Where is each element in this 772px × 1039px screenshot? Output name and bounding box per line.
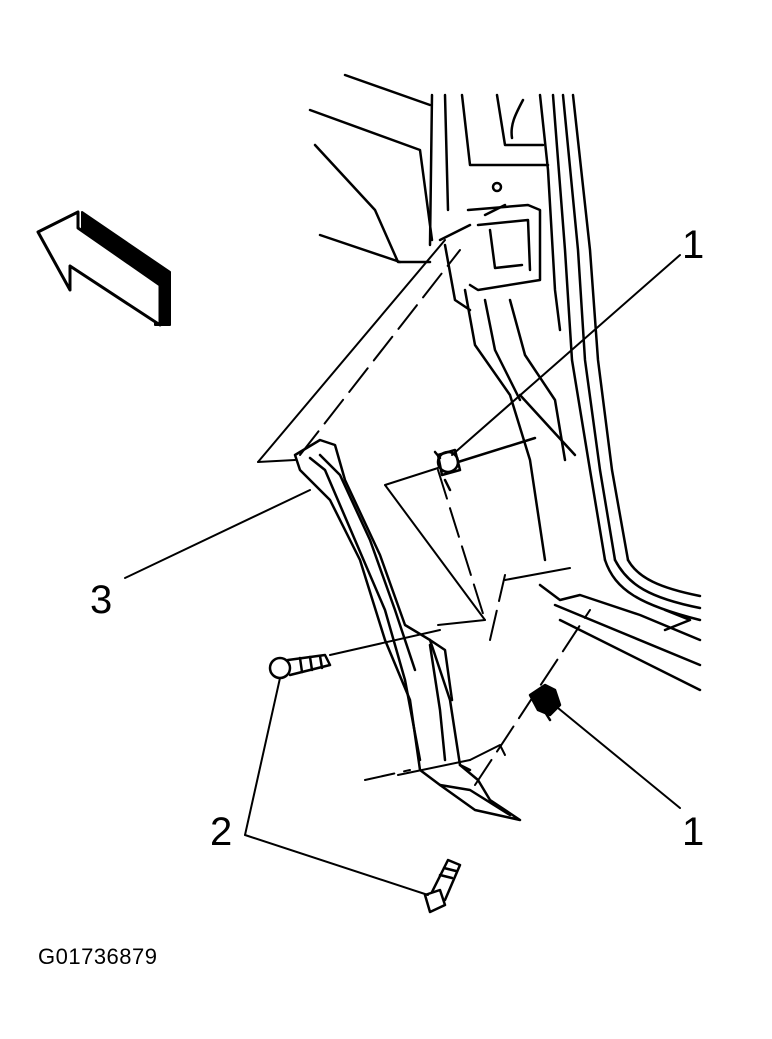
vehicle-body-structure: [308, 73, 702, 692]
callout-1-upper: 1: [682, 223, 705, 267]
upper-hinge-bracket: [438, 181, 542, 312]
figure-id: G01736879: [38, 944, 158, 969]
lower-bolt: [423, 858, 462, 914]
forward-arrow-icon: [36, 210, 171, 327]
lower-retaining-clip: [528, 683, 562, 722]
callout-1-lower: 1: [682, 810, 705, 854]
alignment-lines: [299, 249, 591, 786]
leader-lines: [124, 254, 681, 896]
callout-2: 2: [210, 810, 233, 854]
construction-lines: [257, 239, 571, 776]
upper-bolt: [268, 653, 332, 680]
callout-3: 3: [90, 578, 113, 622]
trim-panel: [293, 438, 522, 822]
upper-retaining-clip: [433, 436, 537, 492]
